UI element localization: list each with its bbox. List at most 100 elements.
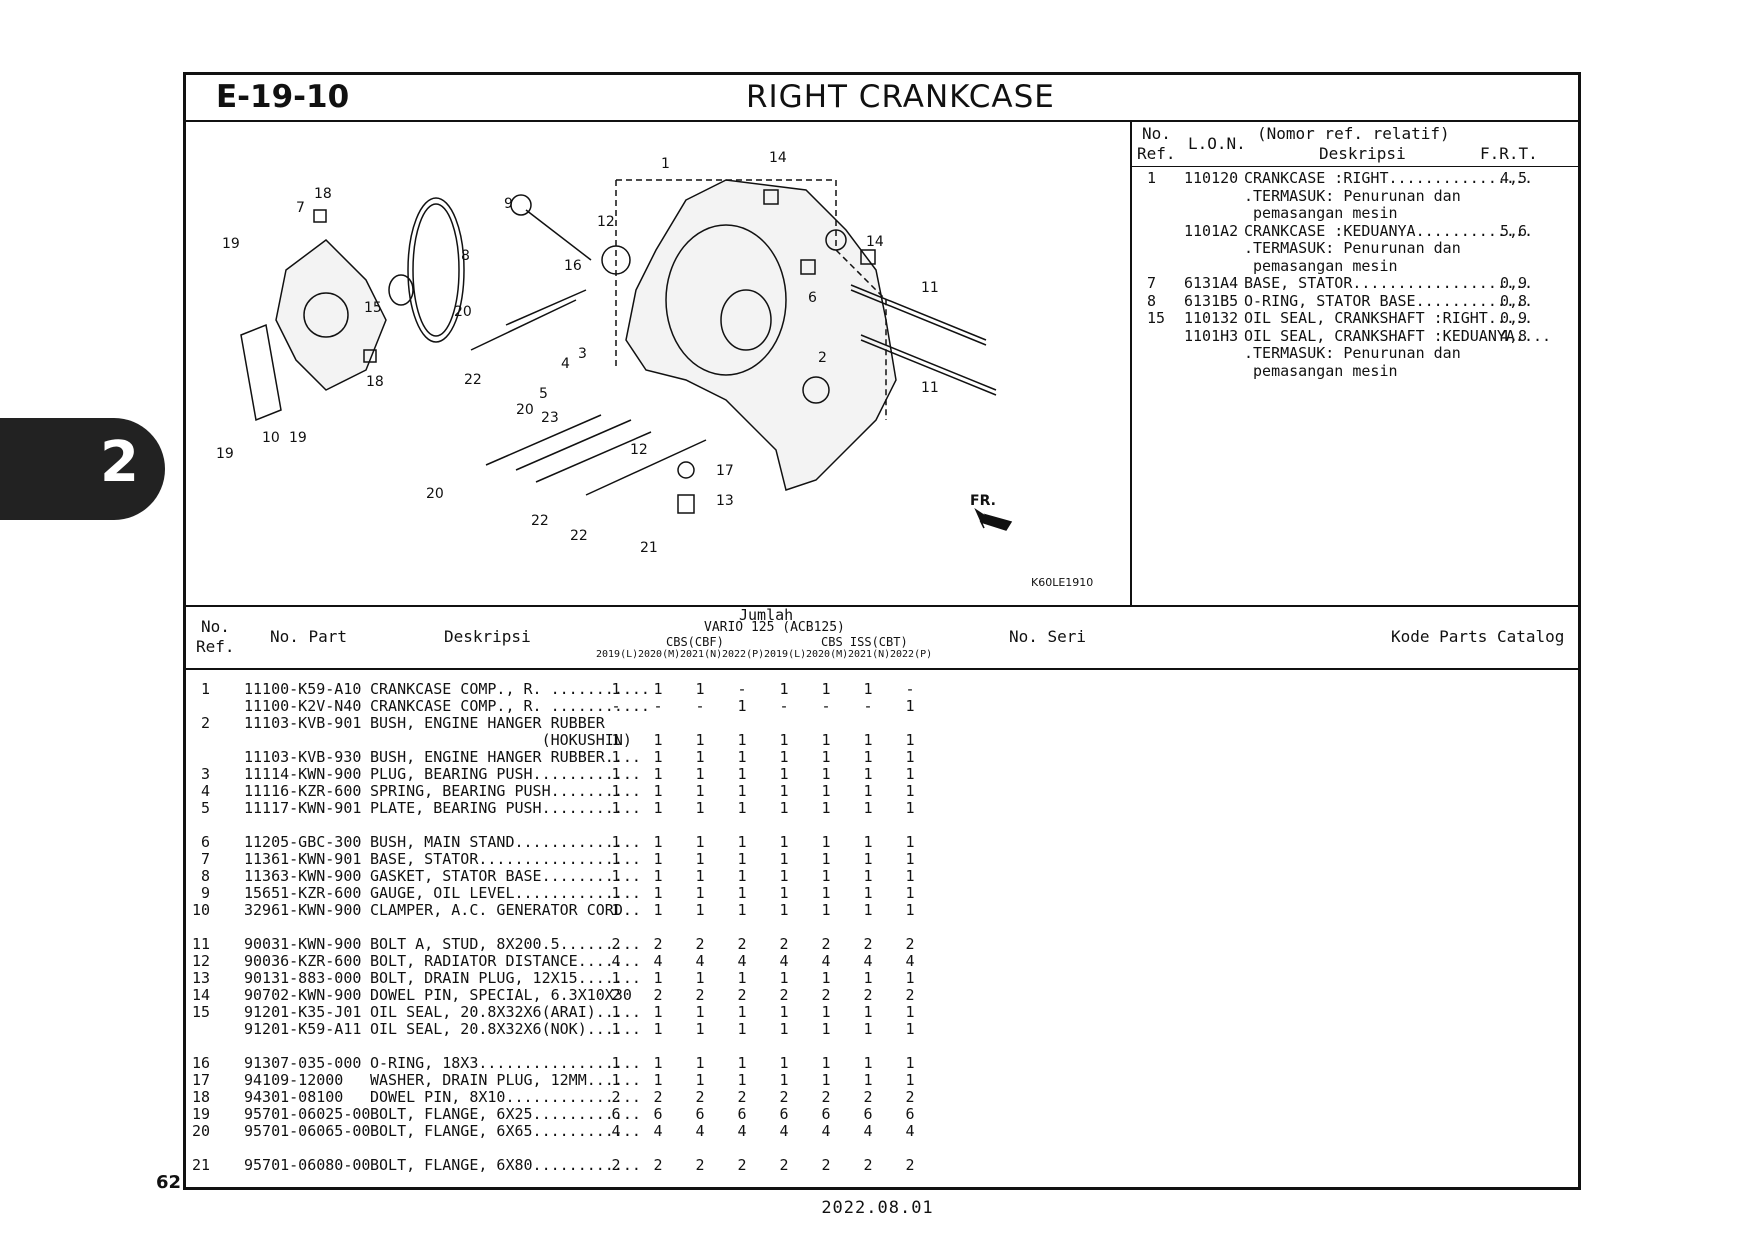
- row-quantity: 2: [611, 1088, 621, 1106]
- row-quantity: 4: [905, 952, 915, 970]
- row-quantity: 1: [779, 1003, 789, 1021]
- row-quantity: 1: [905, 1003, 915, 1021]
- row-quantity: 1: [737, 1020, 747, 1038]
- row-quantity: 1: [779, 799, 789, 817]
- row-quantity: 1: [737, 1003, 747, 1021]
- row-description: BASE, STATOR..................: [370, 850, 641, 868]
- row-quantity: 1: [653, 782, 663, 800]
- row-quantity: 2: [653, 986, 663, 1004]
- year-header: 2019(L): [764, 649, 807, 660]
- row-quantity: 1: [695, 1020, 705, 1038]
- row-quantity: 1: [863, 969, 873, 987]
- callout-layer: 1 2 3 4 5 6 7 8 9 10 11 11 12 12 13 14 1…: [216, 150, 1093, 589]
- row-quantity: -: [653, 697, 663, 715]
- row-quantity: 1: [821, 799, 831, 817]
- row-quantity: 2: [863, 935, 873, 953]
- row-quantity: 1: [905, 799, 915, 817]
- row-quantity: 1: [653, 1054, 663, 1072]
- callout: 21: [640, 540, 658, 556]
- callout: 14: [769, 150, 787, 166]
- frt-row: .TERMASUK: Penurunan dan: [1132, 239, 1578, 257]
- row-quantity: 4: [695, 1122, 705, 1140]
- row-quantity: 1: [611, 680, 621, 698]
- row-description: (HOKUSHIN): [370, 731, 632, 749]
- front-direction-label: FR.: [970, 493, 996, 509]
- frt-lon: 6131A4: [1184, 274, 1239, 292]
- row-quantity: 2: [905, 1156, 915, 1174]
- page-frame: E-19-10 RIGHT CRANKCASE: [183, 72, 1581, 1190]
- row-quantity: 2: [779, 935, 789, 953]
- row-description: OIL SEAL, 20.8X32X6(ARAI).....: [370, 1003, 641, 1021]
- row-quantity: 1: [653, 833, 663, 851]
- row-quantity: 1: [863, 1054, 873, 1072]
- frt-row: pemasangan mesin: [1132, 204, 1578, 222]
- callout: 19: [289, 430, 307, 446]
- row-quantity: 1: [821, 1003, 831, 1021]
- year-header: 2022(P): [722, 649, 765, 660]
- row-quantity: 1: [905, 731, 915, 749]
- page-header: E-19-10 RIGHT CRANKCASE: [186, 75, 1578, 122]
- row-description: DOWEL PIN, 8X10...............: [370, 1088, 641, 1106]
- row-quantity: 4: [653, 1122, 663, 1140]
- callout: 12: [597, 214, 615, 230]
- row-part-number: 94301-08100: [244, 1088, 344, 1106]
- row-quantity: 1: [695, 867, 705, 885]
- row-quantity: 2: [611, 935, 621, 953]
- row-description: PLATE, BEARING PUSH...........: [370, 799, 641, 817]
- row-description: GAUGE, OIL LEVEL..............: [370, 884, 641, 902]
- row-quantity: 1: [863, 799, 873, 817]
- row-quantity: 2: [821, 935, 831, 953]
- row-quantity: 1: [653, 850, 663, 868]
- row-ref: 7: [200, 850, 210, 868]
- callout: 20: [454, 304, 472, 320]
- col-no: No.: [201, 617, 230, 636]
- row-quantity: 2: [863, 1156, 873, 1174]
- row-ref: 16: [191, 1054, 210, 1072]
- row-quantity: 6: [905, 1105, 915, 1123]
- row-quantity: 1: [653, 1020, 663, 1038]
- row-quantity: 1: [779, 680, 789, 698]
- row-part-number: 90031-KWN-900: [244, 935, 362, 953]
- callout: 22: [570, 528, 588, 544]
- row-quantity: 4: [821, 1122, 831, 1140]
- row-quantity: 1: [611, 731, 621, 749]
- row-quantity: 1: [821, 765, 831, 783]
- exploded-diagram: 1 2 3 4 5 6 7 8 9 10 11 11 12 12 13 14 1…: [186, 120, 1132, 605]
- row-quantity: -: [779, 697, 789, 715]
- row-quantity: 1: [863, 867, 873, 885]
- row-quantity: 1: [863, 901, 873, 919]
- row-quantity: 1: [737, 1054, 747, 1072]
- callout: 19: [216, 446, 234, 462]
- figure-code: K60LE1910: [1031, 576, 1093, 589]
- row-quantity: 6: [611, 1105, 621, 1123]
- row-quantity: 6: [779, 1105, 789, 1123]
- frt-desc: O-RING, STATOR BASE.............: [1244, 291, 1533, 310]
- row-quantity: 1: [779, 748, 789, 766]
- row-quantity: 1: [653, 1003, 663, 1021]
- row-quantity: 1: [611, 765, 621, 783]
- row-ref: 14: [191, 986, 210, 1004]
- row-ref: 2: [200, 714, 210, 732]
- row-part-number: 11205-GBC-300: [244, 833, 362, 851]
- row-quantity: 1: [737, 748, 747, 766]
- row-quantity: 2: [611, 986, 621, 1004]
- col-ref: Ref.: [196, 637, 235, 656]
- print-date: 2022.08.01: [821, 1198, 934, 1218]
- row-ref: 12: [191, 952, 210, 970]
- row-quantity: 1: [611, 1071, 621, 1089]
- callout: 22: [531, 513, 549, 529]
- page-number: 62: [156, 1172, 182, 1193]
- callout: 12: [630, 442, 648, 458]
- row-quantity: 4: [737, 952, 747, 970]
- row-part-number: 95701-06025-00: [244, 1105, 371, 1123]
